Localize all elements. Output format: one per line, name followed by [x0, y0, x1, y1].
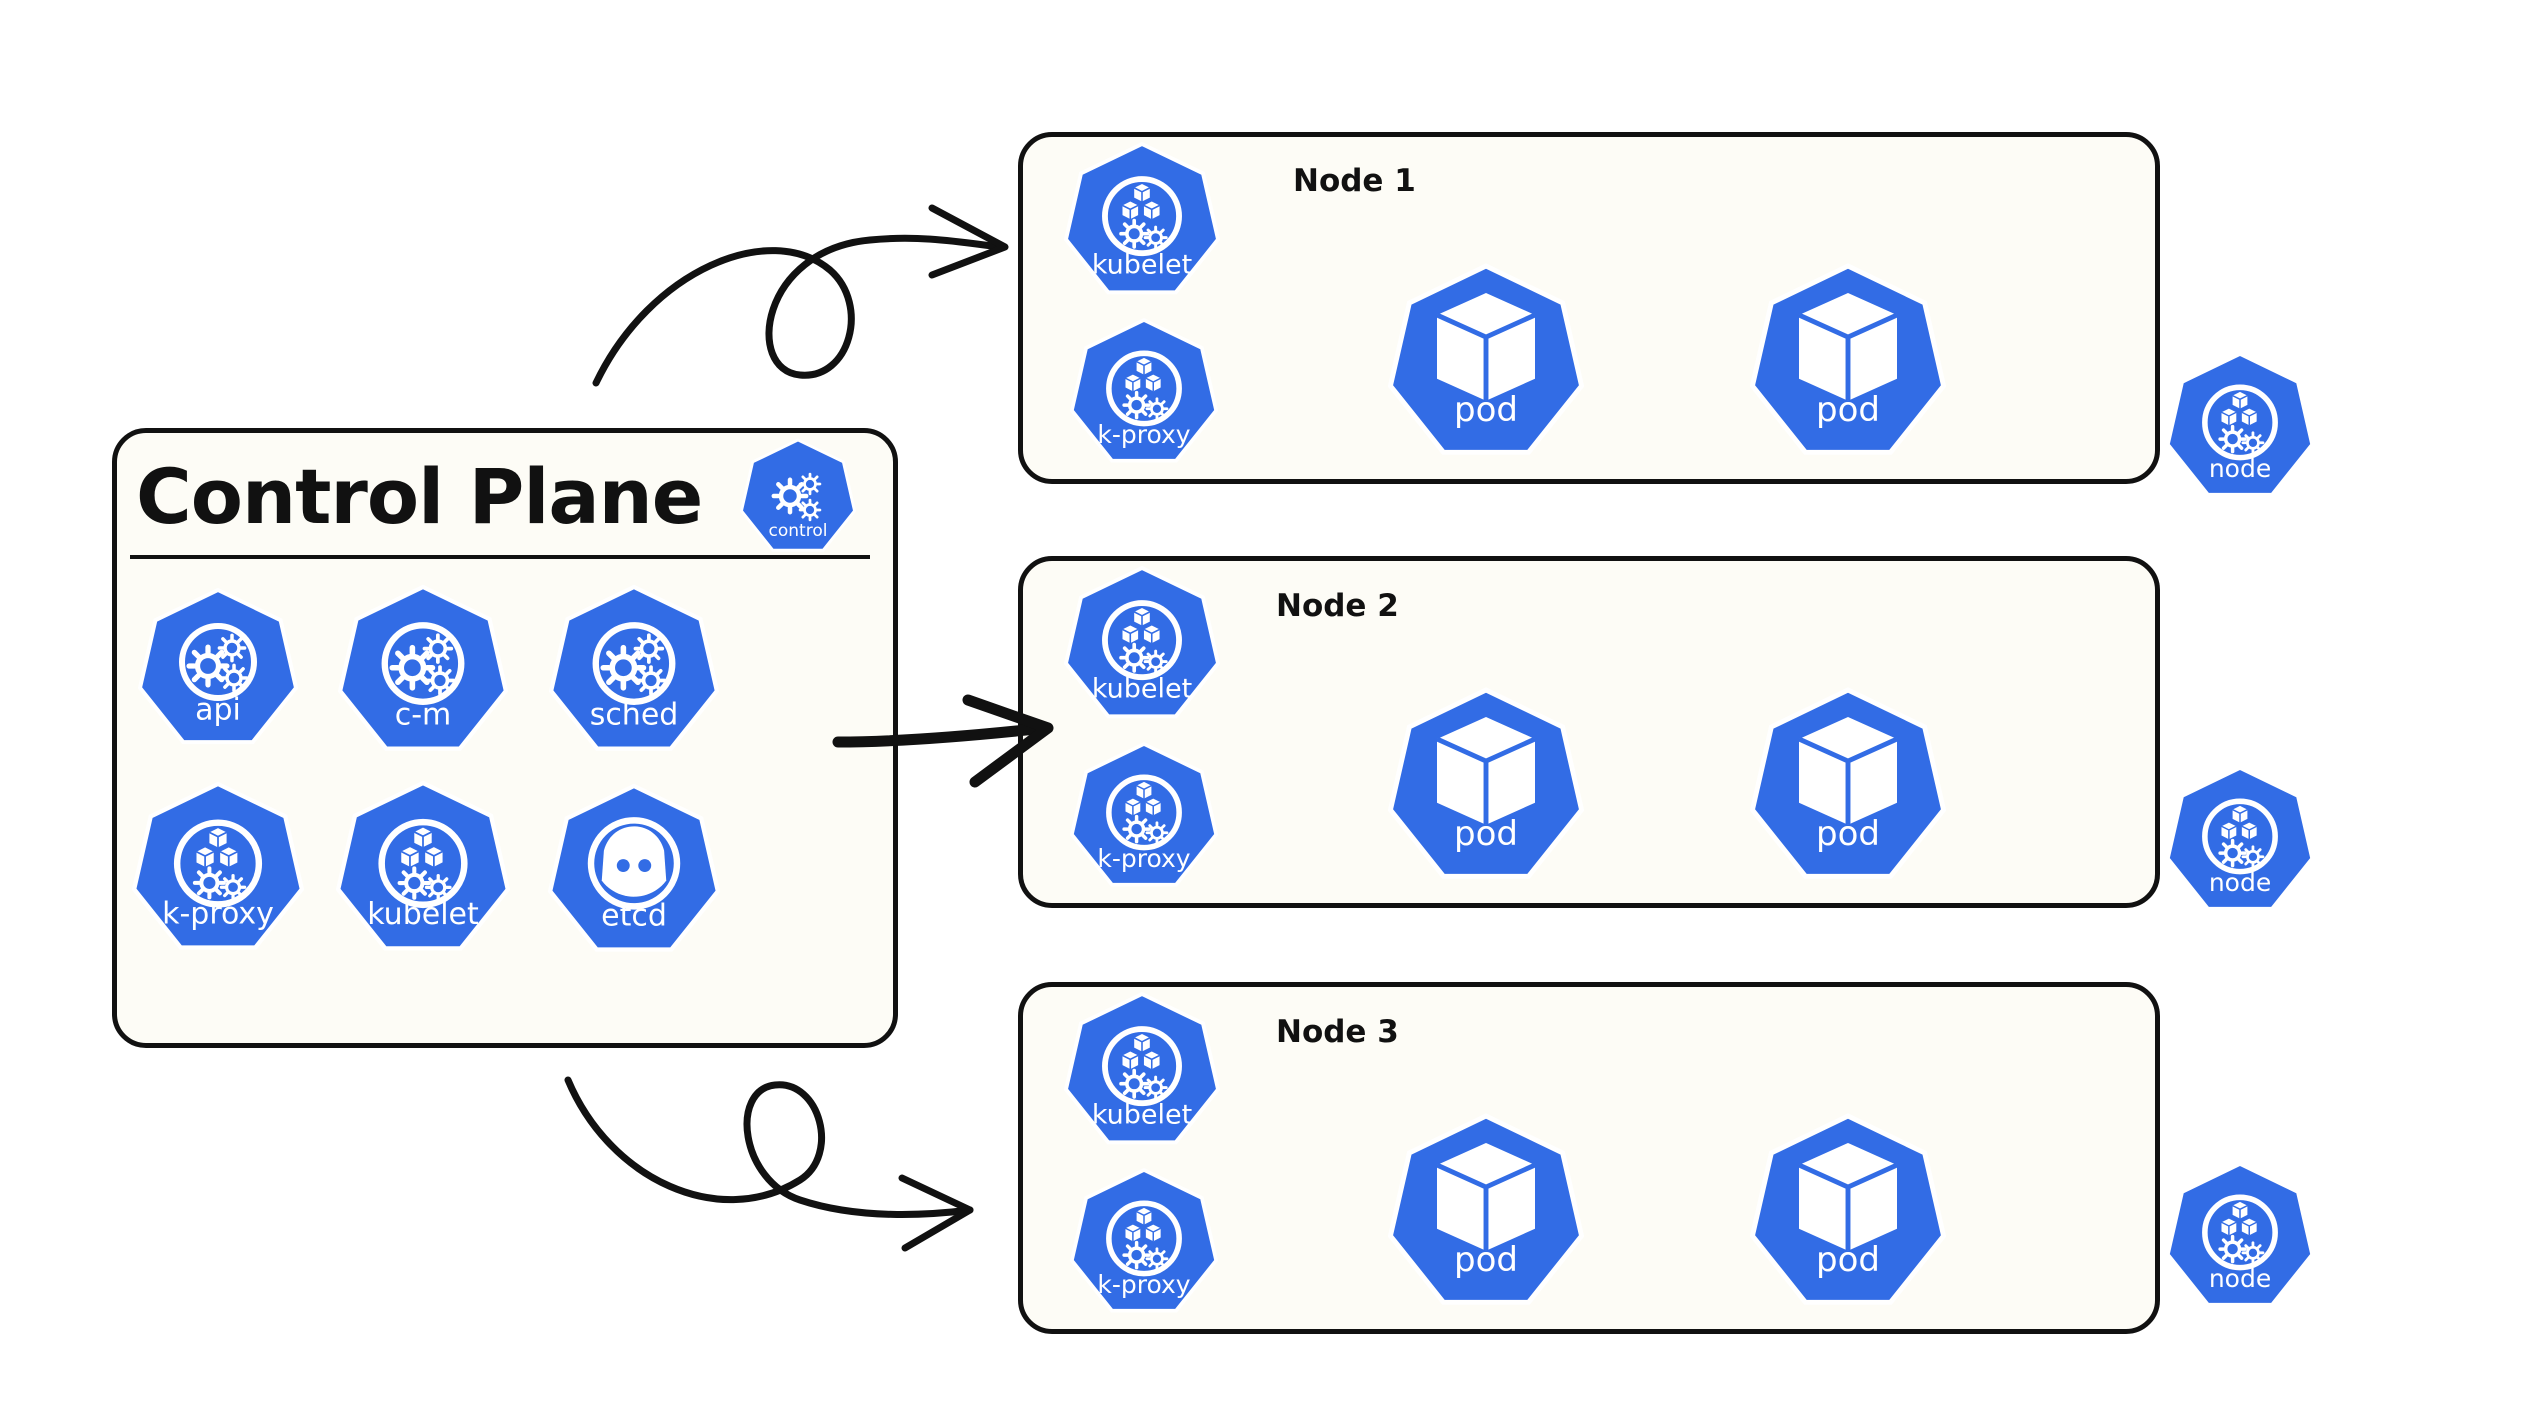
node-2-pod-2-icon: pod: [1752, 690, 1943, 876]
cp-kubelet-icon: kubelet: [338, 783, 508, 948]
cp-cm-icon: c-m: [340, 587, 506, 749]
node-2-title: Node 2: [1276, 588, 1399, 624]
node-3-kubelet-icon-label: kubelet: [1092, 1099, 1192, 1130]
node-3-pod-2-icon-label: pod: [1816, 1240, 1880, 1280]
node-3-pod-2-icon: pod: [1752, 1116, 1943, 1302]
node-2-kubelet-icon: kubelet: [1066, 568, 1218, 716]
node-1-pod-1-icon: pod: [1390, 266, 1581, 452]
node-1-pod-2-icon: pod: [1752, 266, 1943, 452]
node-3-pod-1-icon: pod: [1390, 1116, 1581, 1302]
cp-api-icon-label: api: [195, 693, 241, 728]
node-1-pod-1-icon-label: pod: [1454, 390, 1518, 430]
control-badge-label: control: [769, 521, 828, 541]
cp-sched-icon: sched: [551, 587, 717, 749]
node-3-pod-1-icon-label: pod: [1454, 1240, 1518, 1280]
node-2-k-proxy-icon: k-proxy: [1072, 744, 1216, 885]
node-2-kubelet-icon-label: kubelet: [1092, 673, 1192, 704]
node-1-k-proxy-icon: k-proxy: [1072, 320, 1216, 461]
node-2-pod-2-icon-label: pod: [1816, 814, 1880, 854]
cp-etcd-icon-label: etcd: [601, 898, 667, 933]
cp-sched-icon-label: sched: [590, 698, 679, 733]
node-1-kubelet-icon: kubelet: [1066, 144, 1218, 292]
node-1-badge-icon: node: [2168, 354, 2312, 495]
node-3-badge-icon: node: [2168, 1164, 2312, 1305]
cp-etcd-icon: etcd: [550, 786, 718, 949]
control-plane-badge-icon: control: [741, 440, 854, 550]
node-2-badge-icon: node: [2168, 768, 2312, 909]
node-1-k-proxy-icon-label: k-proxy: [1097, 420, 1190, 449]
node-2-badge-icon-label: node: [2209, 868, 2271, 897]
node-3-k-proxy-icon: k-proxy: [1072, 1170, 1216, 1311]
cp-kproxy-icon: k-proxy: [134, 784, 302, 947]
node-1-badge-icon-label: node: [2209, 454, 2271, 483]
connector-arrow-to-node-3: [564, 1076, 974, 1252]
node-2-k-proxy-icon-label: k-proxy: [1097, 844, 1190, 873]
cp-kproxy-icon-label: k-proxy: [162, 896, 274, 931]
control-plane-title: Control Plane: [136, 452, 703, 541]
cp-cm-icon-label: c-m: [395, 698, 452, 733]
connector-arrow-to-node-1: [592, 204, 1009, 387]
node-1-kubelet-icon-label: kubelet: [1092, 249, 1192, 280]
control-plane-divider: [130, 555, 870, 559]
node-3-k-proxy-icon-label: k-proxy: [1097, 1270, 1190, 1299]
node-2-pod-1-icon-label: pod: [1454, 814, 1518, 854]
node-2-pod-1-icon: pod: [1390, 690, 1581, 876]
node-3-kubelet-icon: kubelet: [1066, 994, 1218, 1142]
node-3-title: Node 3: [1276, 1014, 1399, 1050]
connector-arrow-to-node-2: [832, 694, 1054, 788]
node-3-badge-icon-label: node: [2209, 1264, 2271, 1293]
node-1-title: Node 1: [1293, 163, 1416, 199]
cp-kubelet-icon-label: kubelet: [367, 897, 479, 932]
node-1-pod-2-icon-label: pod: [1816, 390, 1880, 430]
cp-api-icon: api: [140, 590, 296, 742]
